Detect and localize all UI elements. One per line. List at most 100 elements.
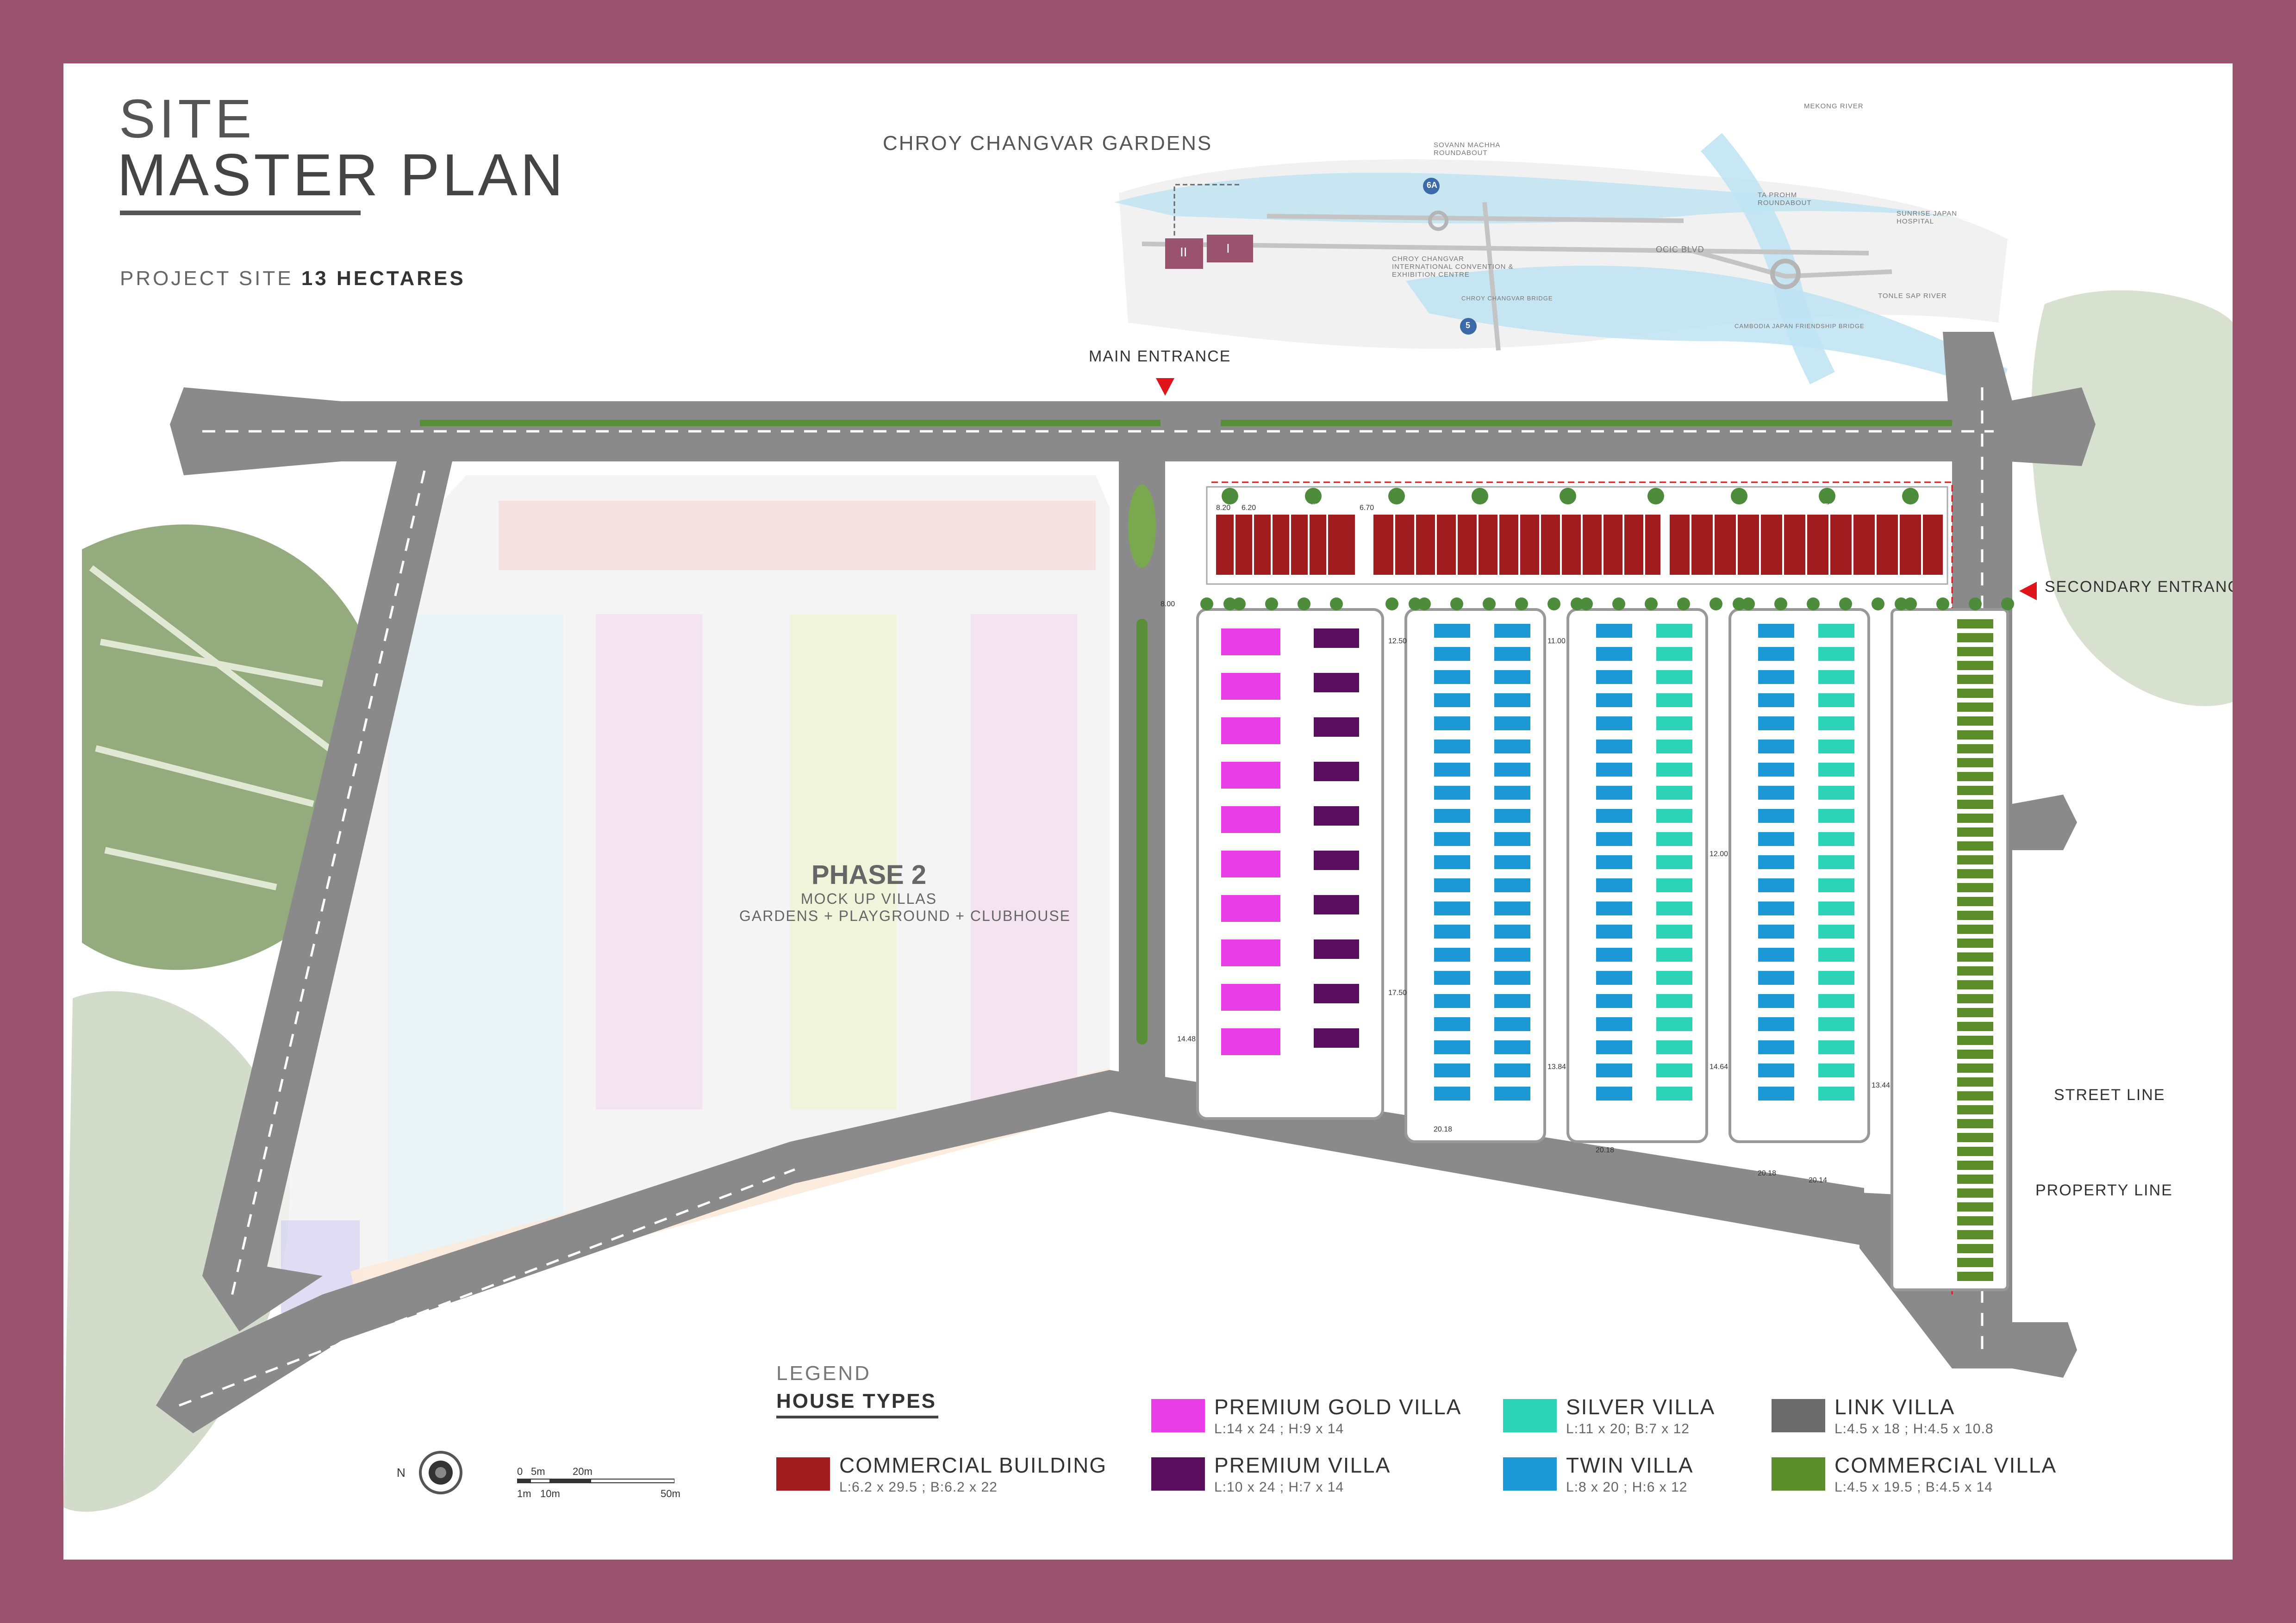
secondary-entrance-marker	[2019, 582, 2037, 600]
legend-item-name: COMMERCIAL BUILDING	[839, 1453, 1107, 1477]
legend-swatch	[1151, 1399, 1205, 1432]
twin-villa-unit	[1433, 924, 1471, 939]
location-map	[1114, 133, 2008, 392]
phase2-title: PHASE 2	[811, 860, 927, 890]
legend-swatch	[776, 1457, 830, 1491]
tree-icon	[1571, 597, 1584, 610]
legend-item-dims: L:4.5 x 18 ; H:4.5 x 10.8	[1834, 1421, 1994, 1436]
tree-icon	[1969, 597, 1982, 610]
link-villa-unit	[1905, 1215, 1943, 1226]
commercial-villa-unit	[1956, 785, 1994, 796]
premium-gold-villa-unit	[1220, 672, 1281, 701]
silver-villa-unit	[1817, 993, 1855, 1009]
dimension-label: 8.00	[1160, 600, 1175, 608]
commercial-villa-unit	[1956, 1035, 1994, 1046]
silver-villa-unit	[1817, 1086, 1855, 1101]
silver-villa-unit	[1817, 623, 1855, 639]
monstera-leaf-right	[2031, 290, 2233, 706]
project-size-value: 13 HECTARES	[301, 267, 466, 290]
commercial-villa-unit	[1956, 1271, 1994, 1282]
premium-gold-villa-unit	[1220, 983, 1281, 1012]
link-villa-unit	[1905, 840, 1943, 852]
scale-tick-1m: 1m	[517, 1488, 531, 1499]
twin-villa-unit	[1595, 924, 1633, 939]
silver-villa-unit	[1817, 669, 1855, 685]
commercial-villa-unit	[1956, 729, 1994, 740]
location-name: CHROY CHANGVAR GARDENS	[883, 132, 1213, 155]
premium-gold-villa-unit	[1220, 1027, 1281, 1056]
tree-icon	[1612, 597, 1625, 610]
commercial-villa-unit	[1956, 743, 1994, 754]
commercial-villa-unit	[1956, 1007, 1994, 1018]
silver-villa-unit	[1655, 808, 1693, 824]
legend-item-name: SILVER VILLA	[1566, 1395, 1716, 1419]
tree-icon	[1839, 597, 1852, 610]
link-villa-unit	[1905, 702, 1943, 713]
silver-villa-unit	[1655, 831, 1693, 847]
title-underline	[120, 211, 361, 215]
twin-villa-unit	[1433, 669, 1471, 685]
location-label-convention: CHROY CHANGVAR INTERNATIONAL CONVENTION …	[1392, 255, 1514, 279]
link-villa-unit	[1905, 1035, 1943, 1046]
silver-villa-unit	[1817, 877, 1855, 893]
scale-tick-5m: 5m	[531, 1466, 545, 1477]
twin-villa-unit	[1433, 785, 1471, 801]
link-villa-unit	[1905, 896, 1943, 907]
commercial-villa-unit	[1956, 1132, 1994, 1143]
commercial-villa-unit	[1956, 1146, 1994, 1157]
phase2-ghost-area	[253, 475, 1110, 1313]
link-villa-unit	[1905, 646, 1943, 657]
twin-villa-unit	[1595, 877, 1633, 893]
link-villa-unit	[1905, 965, 1943, 976]
commercial-villa-unit	[1956, 1118, 1994, 1129]
dimension-label: 14.64	[1710, 1063, 1728, 1071]
legend-item-dims: L:6.2 x 29.5 ; B:6.2 x 22	[839, 1480, 998, 1495]
commercial-villa-unit	[1956, 882, 1994, 893]
location-label-changvar-bridge: CHROY CHANGVAR BRIDGE	[1461, 295, 1553, 302]
link-villa-unit	[1905, 1007, 1943, 1018]
link-villa-unit	[1905, 1118, 1943, 1129]
twin-villa-unit	[1493, 692, 1531, 708]
twin-villa-unit	[1433, 1039, 1471, 1055]
premium-villa-unit	[1313, 983, 1360, 1004]
tree-icon	[1515, 597, 1528, 610]
twin-villa-unit	[1595, 715, 1633, 731]
legend-item-name: PREMIUM GOLD VILLA	[1214, 1395, 1462, 1419]
tree-icon	[1936, 597, 1949, 610]
dimension-label: 20.18	[1758, 1169, 1777, 1177]
commercial-villa-unit	[1956, 702, 1994, 713]
twin-villa-unit	[1493, 831, 1531, 847]
silver-villa-unit	[1655, 762, 1693, 777]
premium-villa-unit	[1313, 805, 1360, 827]
commercial-villa-unit	[1956, 965, 1994, 976]
link-villa-unit	[1905, 1076, 1943, 1088]
twin-villa-unit	[1433, 715, 1471, 731]
twin-villa-unit	[1595, 970, 1633, 986]
twin-villa-unit	[1493, 739, 1531, 754]
twin-villa-unit	[1757, 1086, 1795, 1101]
link-villa-unit	[1905, 785, 1943, 796]
premium-villa-unit	[1313, 894, 1360, 915]
commercial-villa-unit	[1956, 1104, 1994, 1115]
silver-villa-unit	[1817, 901, 1855, 916]
twin-villa-unit	[1493, 762, 1531, 777]
twin-villa-unit	[1595, 785, 1633, 801]
twin-villa-unit	[1493, 1039, 1531, 1055]
link-villa-unit	[1905, 993, 1943, 1004]
silver-villa-unit	[1655, 1086, 1693, 1101]
commercial-villa-unit	[1956, 1188, 1994, 1199]
link-villa-unit	[1905, 979, 1943, 990]
legend-title: LEGEND	[776, 1362, 871, 1385]
legend-item-dims: L:4.5 x 19.5 ; B:4.5 x 14	[1834, 1480, 1993, 1495]
twin-villa-unit	[1433, 623, 1471, 639]
commercial-villa-unit	[1956, 1160, 1994, 1171]
twin-villa-unit	[1757, 692, 1795, 708]
link-villa-unit	[1905, 1104, 1943, 1115]
twin-villa-unit	[1757, 993, 1795, 1009]
tree-icon	[1733, 597, 1746, 610]
tree-icon	[1872, 597, 1884, 610]
legend-swatch	[1772, 1399, 1825, 1432]
twin-villa-unit	[1493, 1063, 1531, 1078]
silver-villa-unit	[1817, 924, 1855, 939]
commercial-villa-unit	[1956, 993, 1994, 1004]
